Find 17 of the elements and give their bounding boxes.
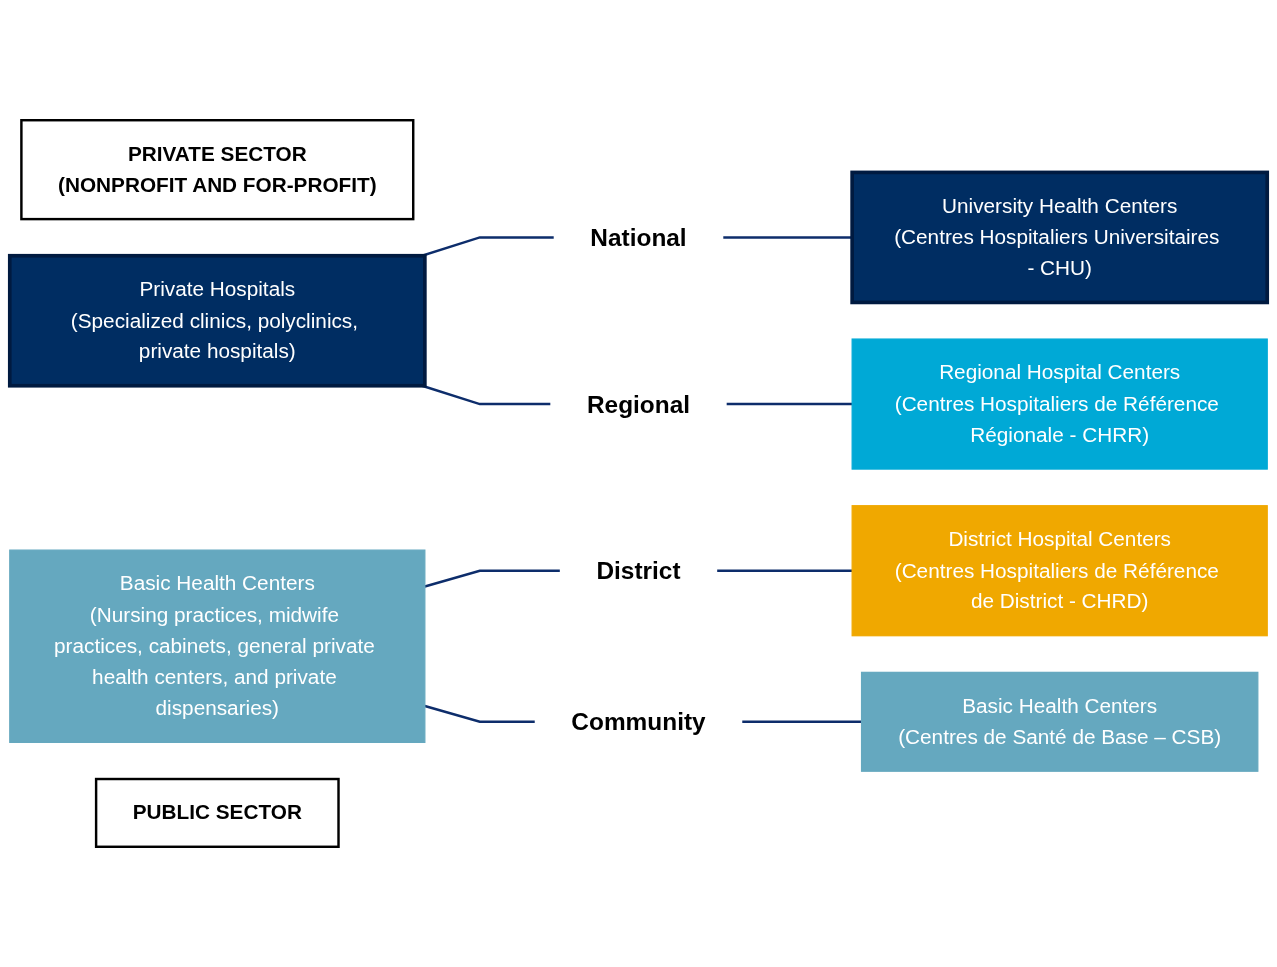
node-text: Regional	[586, 390, 691, 418]
node-text: Community	[571, 708, 706, 736]
node-text: District	[596, 557, 681, 585]
node-box: Basic Health Centers (Nursing practices, midwife practices, cabinets, general private health centers, and private dispensaries)	[9, 549, 426, 743]
node-box: PRIVATE SECTOR (NONPROFIT AND FOR-PROFIT)	[20, 119, 415, 221]
node-text: National	[590, 223, 687, 251]
node-box: Regional Hospital Centers (Centres Hospitaliers de Référence Régionale - CHRR)	[851, 338, 1268, 470]
connector	[726, 402, 853, 406]
node-box: District Hospital Centers (Centres Hospitaliers de Référence de District - CHRD)	[851, 505, 1268, 637]
node-box: PUBLIC SECTOR	[94, 777, 340, 848]
node-box: Private Hospitals (Specialized clinics, polyclinics, private hospitals)	[7, 253, 427, 388]
connector	[424, 704, 535, 723]
connector	[742, 720, 862, 723]
connector	[424, 569, 560, 588]
node-box: Basic Health Centers (Centres de Santé de Base – CSB)	[860, 671, 1259, 772]
node-box: University Health Centers (Centres Hospitaliers Universitaires - CHU)	[850, 170, 1270, 305]
connector	[717, 569, 853, 572]
